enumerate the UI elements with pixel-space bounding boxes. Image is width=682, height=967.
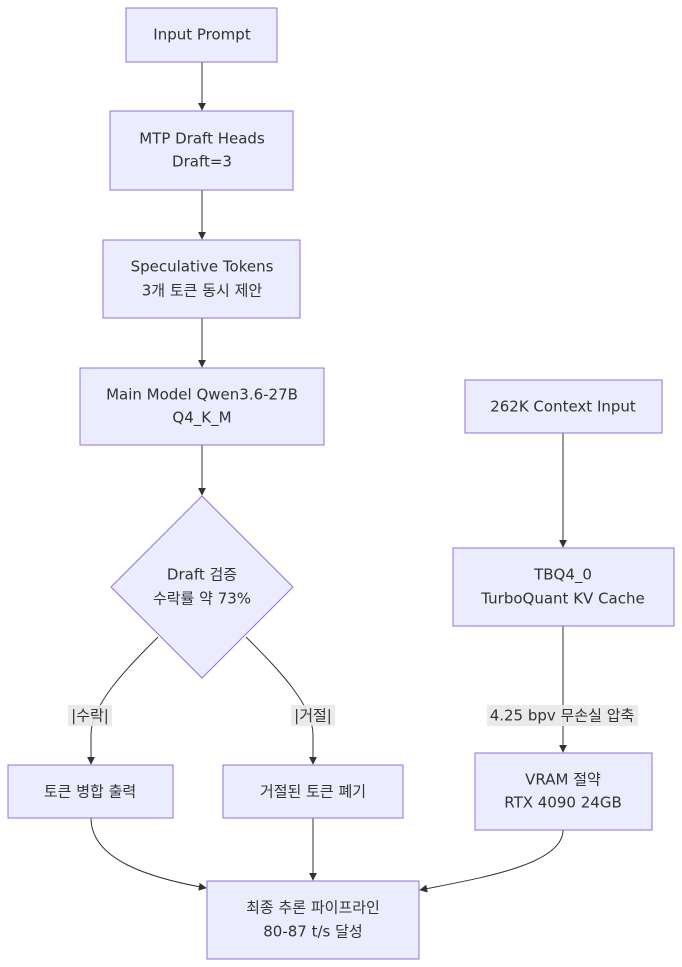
- node-mtp-draft-heads-line1: MTP Draft Heads: [139, 130, 265, 148]
- node-main-model-line1: Main Model Qwen3.6-27B: [106, 386, 298, 404]
- edge-label-accept-text: |수락|: [71, 707, 109, 725]
- node-draft-verify-line2: 수락률 약 73%: [153, 590, 251, 608]
- node-speculative-tokens-line2: 3개 토큰 동시 제안: [142, 282, 263, 300]
- node-final-pipeline-line2: 80-87 t/s 달성: [263, 923, 362, 941]
- edges: [87, 62, 567, 893]
- node-rejected-tokens-label: 거절된 토큰 폐기: [260, 783, 366, 801]
- node-main-model: Main Model Qwen3.6-27B Q4_K_M: [79, 367, 325, 446]
- node-vram: VRAM 절약 RTX 4090 24GB: [474, 752, 653, 831]
- edge-verify-to-merge: [87, 636, 159, 765]
- node-speculative-tokens: Speculative Tokens 3개 토큰 동시 제안: [102, 239, 301, 319]
- edge-label-accept: |수락|: [68, 705, 112, 726]
- edge-labels: |수락| |거절| 4.25 bpv 무손실 압축: [68, 705, 638, 726]
- node-context-input-label: 262K Context Input: [490, 398, 636, 416]
- edge-label-reject-text: |거절|: [294, 707, 332, 725]
- node-draft-verify: Draft 검증 수락률 약 73%: [110, 495, 294, 679]
- node-main-model-line2: Q4_K_M: [172, 409, 231, 428]
- node-token-merge: 토큰 병합 출력: [7, 764, 174, 819]
- node-mtp-draft-heads: MTP Draft Heads Draft=3: [109, 110, 294, 191]
- node-final-pipeline: 최종 추론 파이프라인 80-87 t/s 달성: [206, 880, 420, 960]
- node-mtp-draft-heads-line2: Draft=3: [172, 153, 232, 171]
- edge-label-compress-text: 4.25 bpv 무손실 압축: [490, 707, 635, 725]
- node-vram-line1: VRAM 절약: [525, 771, 601, 789]
- node-input-prompt-label: Input Prompt: [153, 26, 251, 44]
- edge-verify-to-rejected: [245, 636, 317, 765]
- node-tbq: TBQ4_0 TurboQuant KV Cache: [452, 547, 675, 627]
- node-rejected-tokens: 거절된 토큰 폐기: [222, 764, 404, 819]
- node-input-prompt: Input Prompt: [125, 7, 278, 63]
- node-token-merge-label: 토큰 병합 출력: [44, 783, 136, 801]
- node-final-pipeline-line1: 최종 추론 파이프라인: [246, 899, 380, 917]
- edge-vram-to-final: [419, 829, 564, 893]
- node-draft-verify-line1: Draft 검증: [167, 566, 237, 584]
- node-speculative-tokens-line1: Speculative Tokens: [131, 258, 274, 276]
- edge-merge-to-final: [90, 817, 207, 891]
- node-context-input: 262K Context Input: [464, 379, 663, 434]
- node-tbq-line1: TBQ4_0: [533, 566, 592, 585]
- node-vram-line2: RTX 4090 24GB: [504, 794, 621, 812]
- node-tbq-line2: TurboQuant KV Cache: [480, 590, 644, 608]
- edge-label-reject: |거절|: [291, 705, 335, 726]
- edge-label-compress: 4.25 bpv 무손실 압축: [487, 705, 638, 726]
